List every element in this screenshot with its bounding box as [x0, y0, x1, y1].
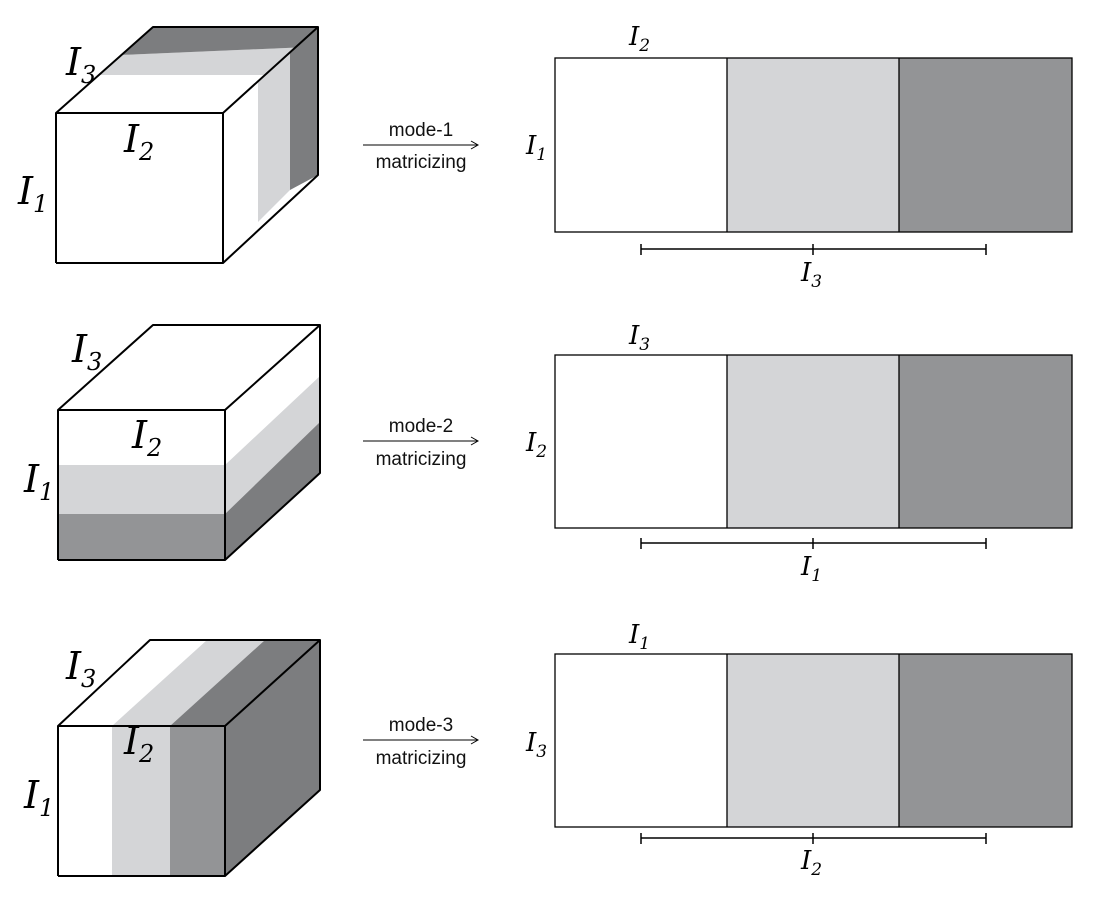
cube-front-slice-white	[58, 410, 225, 465]
cube-label-height: I1	[23, 773, 54, 822]
matrix-label-bottom: I2	[800, 846, 822, 880]
arrow-label-bottom: matricizing	[376, 449, 467, 470]
matrix-block-light	[727, 654, 899, 827]
arrow-label-top: mode-2	[389, 416, 453, 437]
matrix-block-white	[555, 654, 727, 827]
svg-text:I2: I2	[131, 413, 162, 462]
svg-text:I2: I2	[628, 22, 650, 56]
cube-label-height: I1	[23, 457, 54, 506]
cube-front-face	[56, 113, 223, 263]
matrix-block-white	[555, 58, 727, 232]
matrix-span-bar	[640, 538, 987, 549]
cube-front-slice-light	[112, 726, 170, 876]
cube-top-slice-dark	[170, 640, 320, 726]
svg-text:I2: I2	[525, 428, 547, 462]
unfolded-matrix-mode-1	[554, 57, 1073, 255]
row-mode-3: I3 I2 I1 mode-3 matricizing	[23, 620, 1073, 880]
cube-top-face	[58, 640, 207, 726]
svg-text:I2: I2	[800, 846, 822, 880]
cube-label-width: I2	[123, 117, 154, 166]
matricizing-arrow-mode-2: mode-2 matricizing	[363, 416, 480, 470]
matrix-label-left: I3	[525, 728, 547, 762]
unfolded-matrix-mode-3	[554, 653, 1073, 844]
matrix-block-light	[727, 58, 899, 232]
matrix-label-left: I2	[525, 428, 547, 462]
matrix-block-mid	[899, 355, 1072, 528]
matrix-block-mid	[899, 654, 1072, 827]
matrix-label-bottom: I1	[800, 552, 822, 586]
matrix-span-bar	[640, 833, 987, 844]
svg-text:I3: I3	[65, 40, 96, 89]
cube-front-slice-dark	[58, 514, 225, 560]
svg-text:I1: I1	[628, 620, 650, 654]
cube-top-slice-light	[98, 47, 309, 75]
cube-right-slice-light	[258, 53, 290, 222]
svg-text:I1: I1	[525, 131, 547, 165]
svg-text:I2: I2	[123, 117, 154, 166]
arrow-label-bottom: matricizing	[376, 748, 467, 769]
svg-text:I3: I3	[525, 728, 547, 762]
arrow-label-bottom: matricizing	[376, 152, 467, 173]
row-mode-2: I3 I2 I1 mode-2 matricizing	[23, 321, 1073, 586]
cube-front-slice-mid	[170, 726, 225, 876]
matrix-span-bar	[640, 244, 987, 255]
matricizing-arrow-mode-3: mode-3 matricizing	[363, 715, 480, 769]
cube-label-width: I2	[123, 719, 154, 768]
matrix-label-top: I2	[628, 22, 650, 56]
row-mode-1: I3 I2 I1 mode-1 matricizing	[17, 22, 1073, 292]
cube-top-slice-dark	[120, 27, 318, 55]
arrow-label-top: mode-1	[389, 120, 453, 141]
unfolded-matrix-mode-2	[554, 354, 1073, 549]
cube-right-face	[225, 640, 320, 876]
svg-text:I2: I2	[123, 719, 154, 768]
cube-front-slice-light	[58, 465, 225, 514]
cube-label-width: I2	[131, 413, 162, 462]
cube-top-slice-light	[112, 640, 265, 726]
cube-front-slice-white	[58, 726, 112, 876]
matrix-label-top: I3	[628, 321, 650, 355]
svg-text:I1: I1	[17, 169, 48, 218]
cube-right-slice-light	[225, 376, 320, 514]
svg-text:I1: I1	[23, 773, 54, 822]
svg-text:I3: I3	[71, 327, 102, 376]
tensor-cube-mode-1	[55, 26, 319, 264]
arrow-label-top: mode-3	[389, 715, 453, 736]
matrix-block-mid	[899, 58, 1072, 232]
tensor-cube-mode-2	[57, 324, 321, 561]
svg-text:I3: I3	[800, 258, 822, 292]
svg-text:I3: I3	[628, 321, 650, 355]
matricizing-arrow-mode-1: mode-1 matricizing	[363, 120, 480, 173]
cube-right-face	[225, 325, 320, 465]
svg-text:I1: I1	[800, 552, 822, 586]
cube-label-depth: I3	[71, 327, 102, 376]
cube-right-slice-dark	[225, 422, 320, 560]
cube-top-face	[58, 325, 320, 410]
cube-label-height: I1	[17, 169, 48, 218]
matrix-block-white	[555, 355, 727, 528]
matrix-block-light	[727, 355, 899, 528]
cube-label-depth: I3	[65, 40, 96, 89]
matrix-label-top: I1	[628, 620, 650, 654]
svg-text:I3: I3	[65, 644, 96, 693]
svg-text:I1: I1	[23, 457, 54, 506]
cube-right-slice-dark	[290, 27, 318, 190]
matrix-label-left: I1	[525, 131, 547, 165]
cube-label-depth: I3	[65, 644, 96, 693]
matrix-label-bottom: I3	[800, 258, 822, 292]
tensor-cube-mode-3	[57, 639, 321, 877]
